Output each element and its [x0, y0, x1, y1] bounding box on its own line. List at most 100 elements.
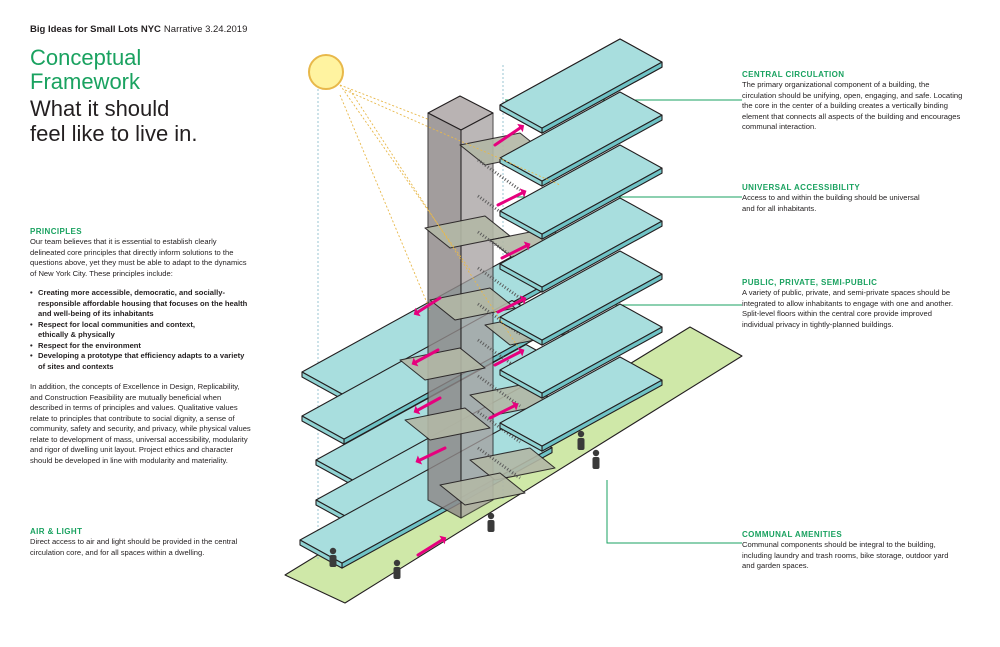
circulation-arrow — [493, 126, 522, 147]
principle-item: Developing a prototype that efficiency a… — [30, 351, 275, 372]
arrow-head — [411, 357, 419, 367]
air-light-text: Direct access to air and light should be… — [30, 537, 275, 558]
public-private-section: PUBLIC, PRIVATE, SEMI-PUBLIC A variety o… — [742, 278, 992, 330]
text-line: Communal components should be integral t… — [742, 540, 936, 549]
stair-landing — [439, 472, 526, 506]
text-line: delineated core principles that directly… — [30, 247, 234, 257]
floor-slab-upper-side — [499, 157, 543, 187]
person-body — [393, 567, 401, 579]
circulation-arrow — [488, 404, 516, 420]
circulation-arrows — [411, 123, 531, 557]
floor-slab-upper-side — [499, 210, 543, 240]
sun-icon — [308, 54, 344, 90]
text-line: questions above, yet they must be able t… — [30, 258, 247, 267]
universal-accessibility-heading: UNIVERSAL ACCESSIBILITY — [742, 183, 861, 192]
person-body — [577, 438, 585, 450]
text-line: and rigor of dwelling unit layout. Proje… — [30, 445, 234, 454]
text-line: of New York City. These principles inclu… — [30, 268, 173, 278]
text-line: relate to principles that contribute to … — [30, 413, 235, 423]
person-head — [592, 449, 600, 457]
text-line: circulation should be unifying, open, en… — [742, 90, 963, 100]
floor-slab-upper-side — [499, 316, 543, 346]
text-line: integrated to allow inhabitants to engag… — [742, 298, 954, 308]
text-line: Direct access to air and light should be… — [30, 537, 238, 546]
text-line: In addition, the concepts of Excellence … — [30, 382, 240, 391]
person-head — [487, 512, 495, 520]
circulation-arrow — [418, 446, 447, 462]
text-line: and Construction Feasibility are mutuall… — [30, 392, 222, 402]
light-rays — [339, 84, 561, 351]
circulation-arrow — [493, 350, 522, 367]
text-line: individual privacy in tightly-planned bu… — [742, 319, 894, 329]
floor-slab-top-side — [499, 104, 543, 134]
arrow-head — [415, 455, 423, 465]
person-body — [592, 457, 600, 469]
communal-amenities-text: Communal components should be integral t… — [742, 540, 992, 572]
arrow-head — [517, 347, 525, 357]
stair-landing — [429, 287, 516, 321]
text-line: the core in the center of a building cre… — [742, 101, 948, 110]
principles-values-paragraph: In addition, the concepts of Excellence … — [30, 382, 275, 466]
person-body — [487, 520, 495, 532]
floor-slab-upper-side — [499, 422, 543, 452]
text-line: community, safety and security, and priv… — [30, 424, 251, 433]
leader-line — [606, 480, 742, 544]
principle-item: Respect for local communities and contex… — [30, 320, 275, 341]
text-line: Our team believes that it is essential t… — [30, 237, 217, 246]
person-head — [329, 547, 337, 555]
arrow-head — [517, 123, 525, 133]
floor-slab-upper-side — [499, 263, 543, 293]
central-circulation-text: The primary organizational component of … — [742, 80, 992, 133]
text-line: including laundry and trash rooms, bike … — [742, 550, 949, 560]
air-light-heading: AIR & LIGHT — [30, 527, 83, 536]
header-project-name: Big Ideas for Small Lots NYC — [30, 24, 161, 35]
title-green-line: Framework — [30, 69, 141, 94]
text-line: should be developed in line with modular… — [30, 455, 228, 465]
person-head — [393, 559, 401, 567]
person-body — [329, 555, 337, 567]
arrow-head — [439, 535, 447, 545]
central-circulation-section: CENTRAL CIRCULATION The primary organiza… — [742, 70, 992, 133]
principle-item: Creating more accessible, democratic, an… — [30, 288, 275, 320]
text-line: Split-level floors within the central co… — [742, 309, 932, 318]
text-line: relate to development of mass, universal… — [30, 434, 248, 444]
arrow-head — [519, 295, 527, 305]
circulation-arrow — [416, 396, 442, 412]
title-subtitle: What it should feel like to live in. — [30, 96, 198, 146]
text-line: element that connects all aspects of the… — [742, 111, 961, 121]
light-ray — [344, 89, 561, 186]
communal-amenities-section: COMMUNAL AMENITIES Communal components s… — [742, 530, 992, 572]
light-ray — [339, 84, 471, 271]
header-narrative-date: Narrative 3.24.2019 — [163, 24, 248, 35]
person-head — [577, 430, 585, 438]
arrow-head — [523, 241, 531, 251]
text-line: and for all inhabitants. — [742, 203, 817, 213]
arrow-head — [519, 188, 527, 198]
light-ray — [339, 94, 431, 311]
text-line: Developing a prototype that efficiency a… — [38, 351, 245, 360]
universal-accessibility-text: Access to and within the building should… — [742, 193, 992, 214]
principles-heading: PRINCIPLES — [30, 227, 83, 236]
text-line: The primary organizational component of … — [742, 80, 930, 89]
circulation-arrow — [416, 296, 442, 314]
sun-disc — [308, 54, 344, 90]
principles-section: PRINCIPLES Our team believes that it is … — [30, 227, 275, 466]
upper-floor-slabs — [499, 38, 663, 452]
floor-slab-upper-side — [499, 369, 543, 399]
stair-landing — [399, 347, 486, 381]
text-line: Respect for local communities and contex… — [38, 319, 195, 329]
title-conceptual-framework: Conceptual Framework — [30, 46, 141, 94]
central-circulation-heading: CENTRAL CIRCULATION — [742, 70, 845, 79]
principle-item: Respect for the environment — [30, 341, 275, 352]
circulation-arrow — [496, 191, 524, 207]
principles-intro: Our team believes that it is essential t… — [30, 237, 275, 279]
text-line: communal interaction. — [742, 122, 817, 131]
text-line: A variety of public, private, and semi-p… — [742, 288, 951, 297]
text-line: of sites and contexts — [38, 361, 114, 371]
public-private-text: A variety of public, private, and semi-p… — [742, 288, 992, 330]
circulation-arrow — [416, 538, 444, 557]
text-line: Creating more accessible, democratic, an… — [38, 288, 225, 297]
arrow-head — [511, 401, 519, 411]
text-line: Respect for the environment — [38, 340, 141, 350]
